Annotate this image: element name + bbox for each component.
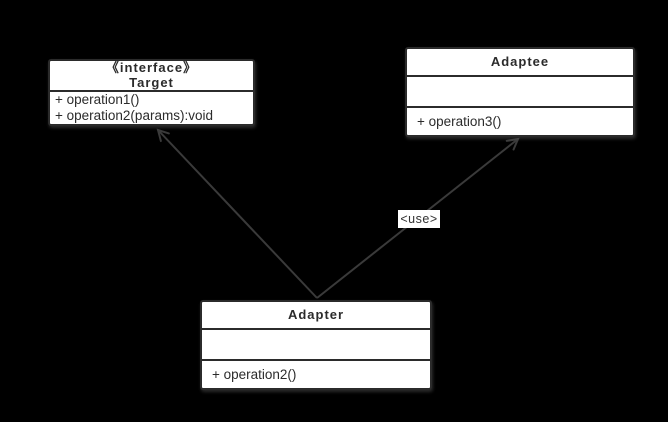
use-edge-label: <use> bbox=[398, 210, 440, 228]
class-name-adaptee: Adaptee bbox=[490, 53, 550, 69]
class-name-target: Target bbox=[129, 74, 174, 90]
methods-compartment-adapter: + operation2() bbox=[202, 361, 430, 388]
attributes-compartment-adapter bbox=[202, 330, 430, 361]
class-title-adapter: Adapter bbox=[202, 302, 430, 330]
class-title-adaptee: Adaptee bbox=[407, 49, 633, 77]
methods-compartment-target: + operation1() + operation2(params):void bbox=[50, 92, 253, 124]
class-box-adapter: Adapter + operation2() bbox=[200, 300, 432, 390]
class-name-adapter: Adapter bbox=[287, 306, 345, 322]
stereotype-label: 《interface》 bbox=[105, 60, 198, 75]
method-operation3: + operation3() bbox=[417, 113, 502, 129]
adapter-to-target-arrow bbox=[156, 128, 318, 299]
class-box-target: 《interface》 Target + operation1() + oper… bbox=[48, 59, 255, 126]
class-title-target: 《interface》 Target bbox=[50, 60, 253, 92]
attributes-compartment-adaptee bbox=[407, 77, 633, 108]
method-operation2: + operation2() bbox=[212, 366, 297, 382]
class-box-adaptee: Adaptee + operation3() bbox=[405, 47, 635, 137]
method-operation1: + operation1() bbox=[55, 92, 140, 107]
method-operation2-params: + operation2(params):void bbox=[55, 108, 213, 123]
methods-compartment-adaptee: + operation3() bbox=[407, 108, 633, 135]
